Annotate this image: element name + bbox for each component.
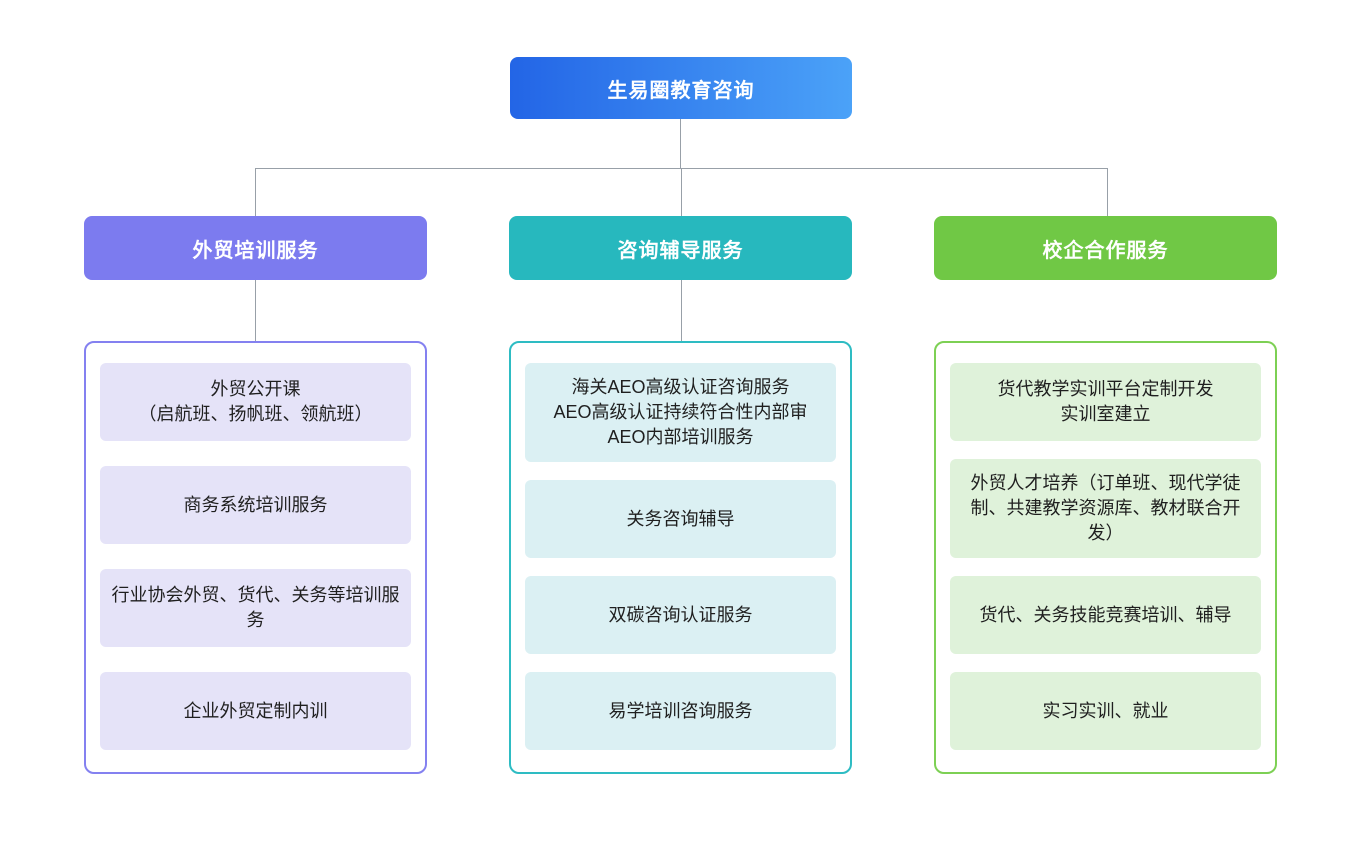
branch-header-trade-training: 外贸培训服务: [84, 216, 427, 280]
connector-header-container-center: [681, 280, 682, 341]
service-item: 双碳咨询认证服务: [525, 576, 836, 654]
branch-container-consulting-coaching: 海关AEO高级认证咨询服务 AEO高级认证持续符合性内部审 AEO内部培训服务 …: [509, 341, 852, 774]
branch-school-enterprise: 校企合作服务 货代教学实训平台定制开发 实训室建立 外贸人才培养（订单班、现代学…: [934, 216, 1277, 774]
service-item: 商务系统培训服务: [100, 466, 411, 544]
service-item: 外贸公开课 （启航班、扬帆班、领航班）: [100, 363, 411, 441]
root-node: 生易圈教育咨询: [510, 57, 852, 119]
service-item: 企业外贸定制内训: [100, 672, 411, 750]
branch-container-school-enterprise: 货代教学实训平台定制开发 实训室建立 外贸人才培养（订单班、现代学徒制、共建教学…: [934, 341, 1277, 774]
service-item: 海关AEO高级认证咨询服务 AEO高级认证持续符合性内部审 AEO内部培训服务: [525, 363, 836, 462]
branch-container-trade-training: 外贸公开课 （启航班、扬帆班、领航班） 商务系统培训服务 行业协会外贸、货代、关…: [84, 341, 427, 774]
branch-trade-training: 外贸培训服务 外贸公开课 （启航班、扬帆班、领航班） 商务系统培训服务 行业协会…: [84, 216, 427, 774]
service-item: 实习实训、就业: [950, 672, 1261, 750]
branch-header-school-enterprise: 校企合作服务: [934, 216, 1277, 280]
branch-header-consulting-coaching: 咨询辅导服务: [509, 216, 852, 280]
connector-drop-right: [1107, 168, 1108, 216]
branch-consulting-coaching: 咨询辅导服务 海关AEO高级认证咨询服务 AEO高级认证持续符合性内部审 AEO…: [509, 216, 852, 774]
connector-drop-left: [255, 168, 256, 216]
service-item: 货代教学实训平台定制开发 实训室建立: [950, 363, 1261, 441]
service-item: 易学培训咨询服务: [525, 672, 836, 750]
service-item: 关务咨询辅导: [525, 480, 836, 558]
connector-root-vertical: [680, 119, 681, 168]
service-item: 货代、关务技能竞赛培训、辅导: [950, 576, 1261, 654]
service-item: 行业协会外贸、货代、关务等培训服务: [100, 569, 411, 647]
connector-drop-center: [681, 168, 682, 216]
service-item: 外贸人才培养（订单班、现代学徒制、共建教学资源库、教材联合开发）: [950, 459, 1261, 558]
connector-header-container-left: [255, 280, 256, 341]
